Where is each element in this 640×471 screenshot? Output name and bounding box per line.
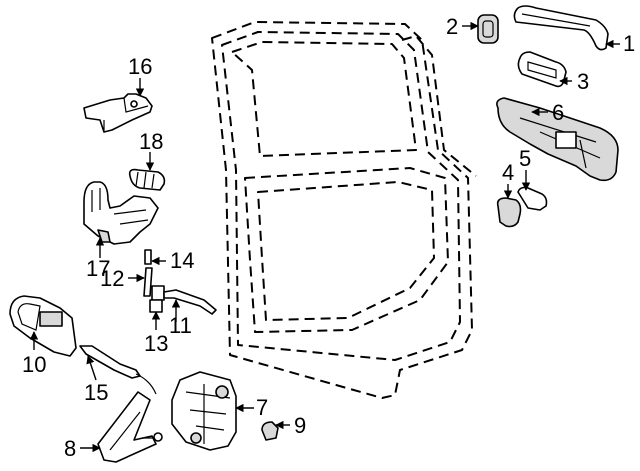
lock-knob xyxy=(261,421,279,441)
callout-10: 10 xyxy=(22,352,46,377)
door-latch xyxy=(171,371,237,451)
callout-17: 17 xyxy=(86,256,110,281)
callout-16: 16 xyxy=(128,54,152,79)
lock-rod xyxy=(143,267,153,297)
callout-11: 11 xyxy=(169,313,192,338)
leader-lines xyxy=(29,21,620,453)
handle-cable xyxy=(79,345,157,395)
callout-3: 3 xyxy=(577,69,589,94)
callout-8: 8 xyxy=(64,436,76,461)
callout-2: 2 xyxy=(446,14,458,39)
lower-hinge xyxy=(83,181,159,245)
rod-bracket xyxy=(149,285,165,313)
callout-9: 9 xyxy=(294,413,306,438)
handle-clip xyxy=(477,14,499,44)
door-outline xyxy=(211,21,477,399)
lock-striker xyxy=(97,391,163,463)
handle-reinforcement xyxy=(496,97,619,182)
inside-handle xyxy=(9,295,77,357)
rod-clip-pin xyxy=(144,249,152,265)
handle-gasket xyxy=(517,51,567,88)
lock-cylinder-cap xyxy=(496,197,522,228)
callout-4: 4 xyxy=(502,160,514,185)
upper-hinge xyxy=(83,93,153,133)
callout-15: 15 xyxy=(84,380,108,405)
callout-7: 7 xyxy=(256,395,268,420)
callout-6: 6 xyxy=(552,100,564,125)
inside-handle-rod xyxy=(163,289,217,315)
callout-labels: 1 2 3 4 5 6 7 8 9 10 11 12 13 14 15 16 1… xyxy=(22,14,635,461)
callout-5: 5 xyxy=(519,146,531,171)
callout-12: 12 xyxy=(100,266,124,291)
cylinder-seal xyxy=(517,186,548,211)
callout-14: 14 xyxy=(170,248,194,273)
outside-handle xyxy=(513,5,609,51)
hinge-spring xyxy=(128,168,166,191)
callout-1: 1 xyxy=(623,31,635,56)
callout-13: 13 xyxy=(144,331,168,356)
callout-18: 18 xyxy=(139,129,163,154)
